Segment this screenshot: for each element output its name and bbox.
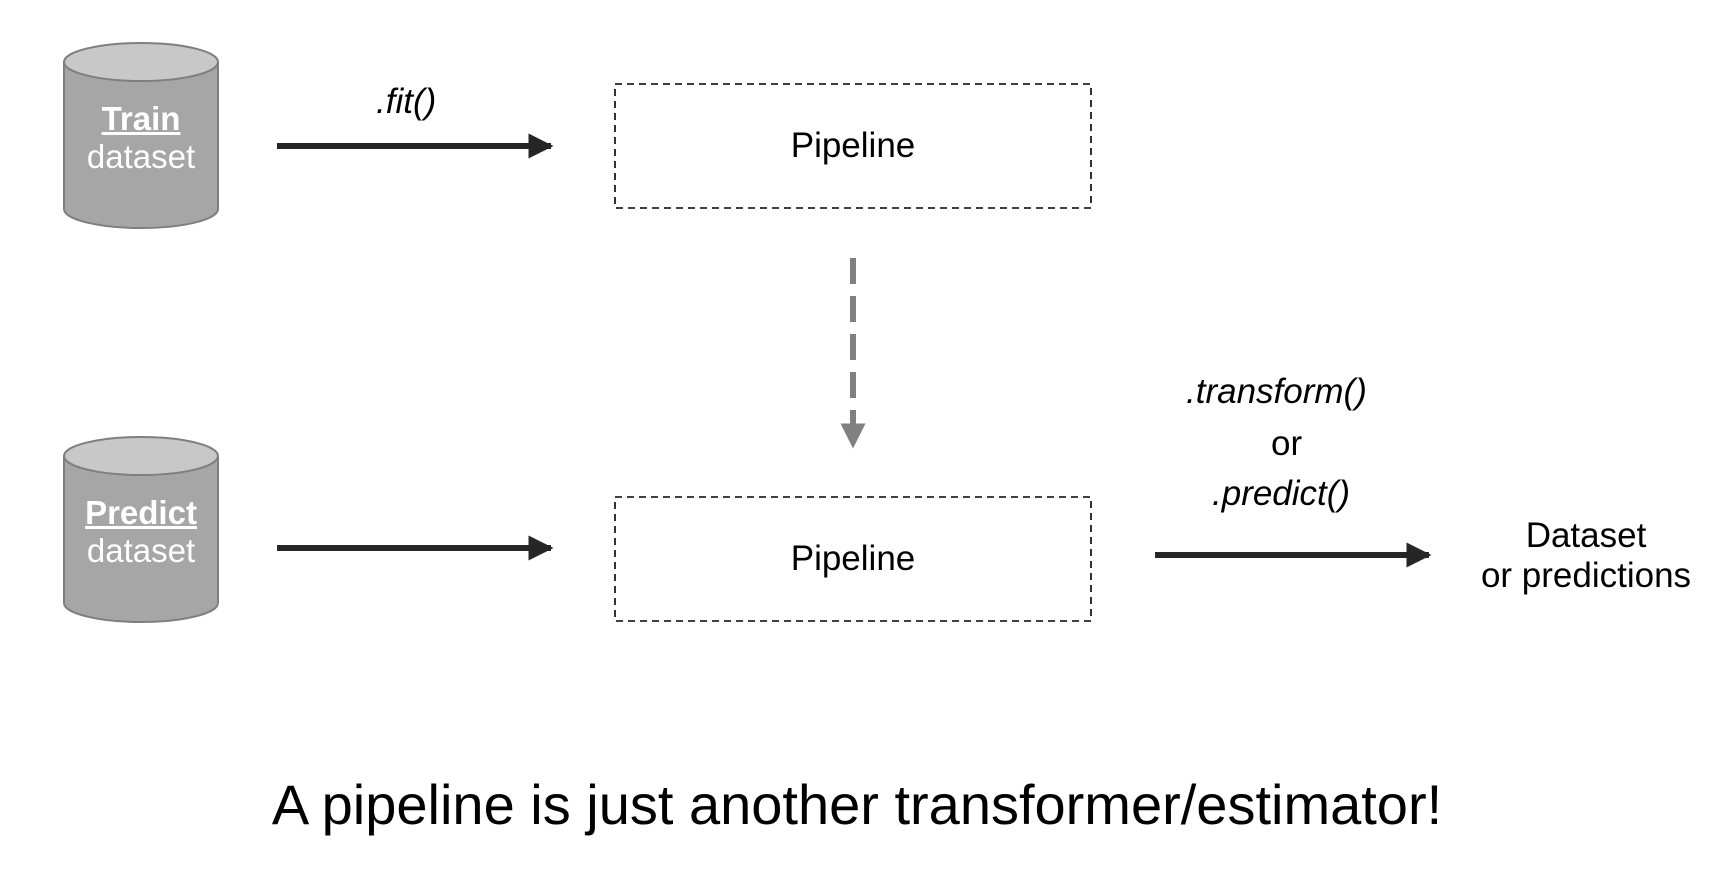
transform-label: .transform() <box>1186 372 1367 411</box>
predict-dataset-name: Predict <box>85 494 197 531</box>
output-label: Dataset or predictions <box>1436 516 1714 597</box>
fit-label: .fit() <box>376 82 437 121</box>
predict-dataset-label: Predict dataset <box>61 494 221 570</box>
or-label: or <box>1271 424 1303 463</box>
predict-dataset-cylinder <box>63 436 219 623</box>
predict-dataset-sub: dataset <box>86 531 196 569</box>
train-dataset-label: Train dataset <box>61 100 221 176</box>
train-dataset-name: Train <box>101 100 181 137</box>
train-dataset-sub: dataset <box>86 137 196 175</box>
pipeline-bottom-label: Pipeline <box>790 539 916 578</box>
pipeline-top-label: Pipeline <box>790 126 916 165</box>
train-dataset-cylinder <box>63 42 219 229</box>
footer-caption: A pipeline is just another transformer/e… <box>271 773 1443 836</box>
output-line-1: Dataset <box>1525 516 1647 555</box>
predict-method-label: .predict() <box>1212 474 1351 513</box>
output-line-2: or predictions <box>1480 556 1692 596</box>
